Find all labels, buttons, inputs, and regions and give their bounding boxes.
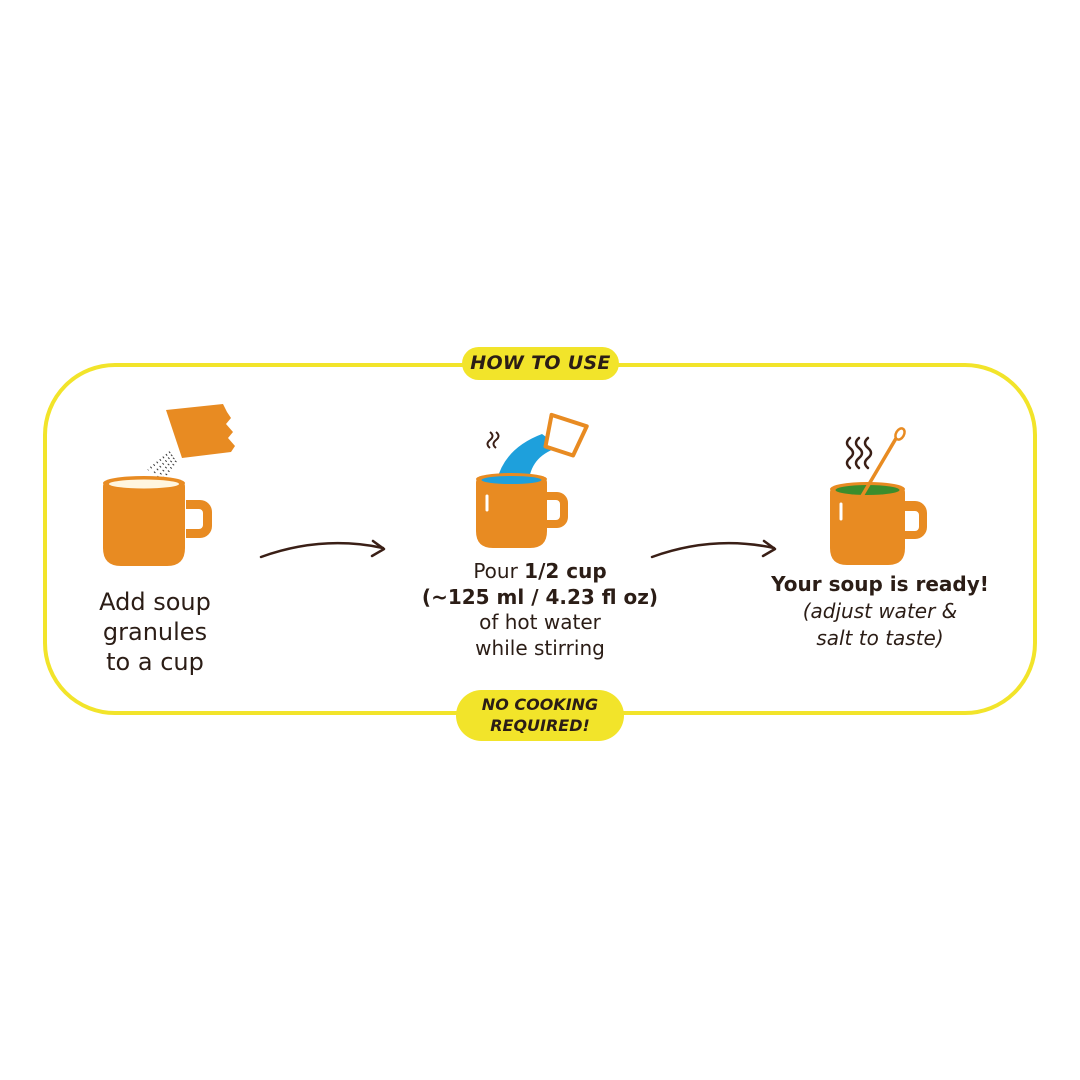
no-cooking-line2: REQUIRED! <box>490 716 590 735</box>
step-1-line-2: granules <box>102 618 208 646</box>
step-2-measure: (~125 ml / 4.23 fl oz) <box>421 584 659 609</box>
step-1-line-3: to a cup <box>106 648 204 676</box>
arrow-right-icon <box>259 539 386 559</box>
no-cooking-line1: NO COOKING <box>481 695 599 714</box>
step-2-pour-text: Pour <box>473 559 525 583</box>
step-3-note-1: (adjust water & <box>802 599 958 623</box>
how-to-use-badge: HOW TO USE <box>462 347 619 380</box>
step-2-amount: 1/2 cup <box>524 559 607 583</box>
step-1-caption: Add soup granules to a cup <box>60 587 250 677</box>
no-cooking-badge: NO COOKING REQUIRED! <box>456 690 624 741</box>
mug-with-sachet-icon <box>103 404 235 566</box>
step-2-line-1: Pour 1/2 cup <box>395 559 685 585</box>
step-2-line-4: while stirring <box>475 635 605 660</box>
mug-pouring-water-icon <box>476 412 589 548</box>
step-2-caption: Pour 1/2 cup (~125 ml / 4.23 fl oz) of h… <box>395 559 685 661</box>
step-3-title: Your soup is ready! <box>771 572 989 596</box>
mug-with-soup-icon <box>830 427 927 565</box>
step-3-note-2: salt to taste) <box>816 626 944 650</box>
step-1-line-1: Add soup <box>99 588 211 616</box>
arrow-right-icon <box>650 539 777 559</box>
step-3-caption: Your soup is ready! (adjust water & salt… <box>740 571 1020 652</box>
step-2-line-3: of hot water <box>479 610 601 634</box>
